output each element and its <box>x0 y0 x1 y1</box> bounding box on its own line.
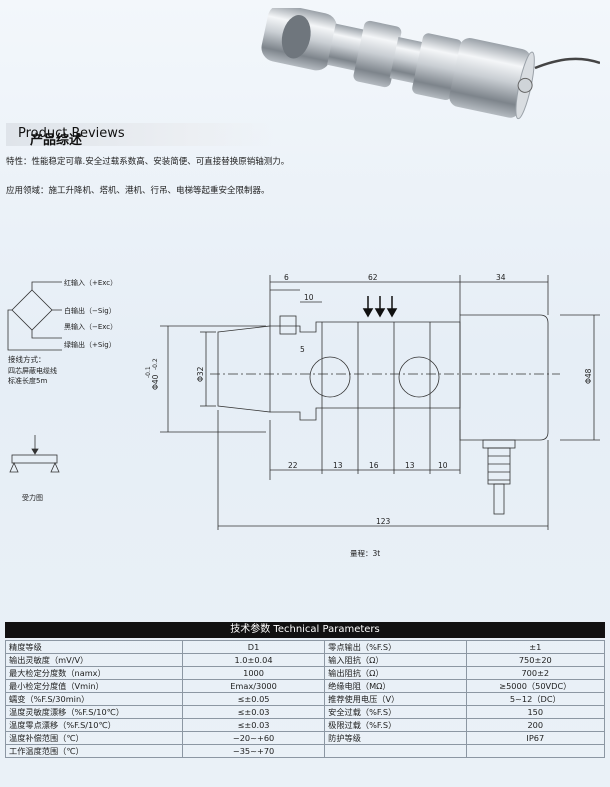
dim-34: 34 <box>496 273 506 282</box>
param-name: 防护等级 <box>324 731 467 745</box>
dim-123: 123 <box>376 517 391 526</box>
dim-d40-tol-b: -0.2 <box>152 358 159 370</box>
product-photo <box>261 8 600 120</box>
table-title-cn: 技术参数 <box>230 624 271 635</box>
wire-white-label: 白输出（−Sig） <box>64 306 116 315</box>
param-value: 200 <box>465 718 606 732</box>
pin-end <box>217 325 271 413</box>
cable-length: 标准长度5m <box>8 376 47 385</box>
param-value: 1000 <box>181 666 326 680</box>
application-text: 应用领域：施工升降机、塔机、港机、行吊、电梯等起重安全限制器。 <box>6 186 270 196</box>
param-value: D1 <box>181 640 326 654</box>
section-title-en: Product Reviews <box>18 126 125 141</box>
housing <box>459 314 549 441</box>
param-value: ≤±0.05 <box>181 692 326 706</box>
param-name: 温度零点漂移（%F.S/10℃） <box>5 718 183 732</box>
bridge-circuit <box>11 289 53 331</box>
param-value: 5~12（DC） <box>465 692 606 706</box>
table-row: 工作温度范围（℃）−35~+70 <box>5 744 606 758</box>
features-text: 特性：性能稳定可靠.安全过载系数高、安装简便、可直接替换原销轴测力。 <box>6 157 290 167</box>
dim-22: 22 <box>288 461 298 470</box>
wire-green-label: 绿输出（+Sig） <box>64 340 116 349</box>
param-value: 150 <box>465 705 606 719</box>
param-name: 绝缘电阻（MΩ） <box>324 679 467 693</box>
capacity-label: 量程：3t <box>350 549 380 558</box>
param-value: 750±20 <box>465 653 606 667</box>
dim-d48: Φ48 <box>584 368 593 384</box>
wire-red-label: 红输入（+Exc） <box>64 278 117 287</box>
load-arrows <box>362 296 398 318</box>
param-value <box>465 744 606 758</box>
param-value: ≤±0.03 <box>181 705 326 719</box>
param-name: 温度灵敏度漂移（%F.S/10℃） <box>5 705 183 719</box>
dim-d40: Φ40 <box>151 374 160 390</box>
param-value: −35~+70 <box>181 744 326 758</box>
param-value: ≤±0.03 <box>181 718 326 732</box>
section-header: 产品综述 Product Reviews <box>6 123 274 148</box>
wiring-method-title: 接线方式： <box>8 354 46 364</box>
dim-5: 5 <box>300 345 305 354</box>
technical-drawing: 红输入（+Exc） 白输出（−Sig） 黑输入（−Exc） 绿输出（+Sig） … <box>7 273 600 558</box>
param-value: 1.0±0.04 <box>181 653 326 667</box>
param-name: 最大检定分度数（namx） <box>5 666 183 680</box>
dim-13-b: 13 <box>405 461 415 470</box>
section-title-cn: 产品综述 <box>30 133 83 148</box>
param-value: IP67 <box>465 731 606 745</box>
param-value: ≥5000（50VDC） <box>465 679 606 693</box>
table-title-bar: 技术参数 Technical Parameters <box>5 622 605 638</box>
param-name: 极限过载（%F.S） <box>324 718 467 732</box>
param-name <box>324 744 467 758</box>
param-value: Emax/3000 <box>181 679 326 693</box>
param-name: 输出阻抗（Ω） <box>324 666 467 680</box>
param-name: 精度等级 <box>5 640 183 654</box>
param-value: −20~+60 <box>181 731 326 745</box>
dim-6: 6 <box>284 273 289 282</box>
param-name: 工作温度范围（℃） <box>5 744 183 758</box>
shear-hole-right <box>398 356 440 398</box>
cable-type: 四芯屏蔽电缆线 <box>8 366 57 375</box>
param-name: 推荐使用电压（V） <box>324 692 467 706</box>
dim-d40-tol-a: -0.1 <box>145 366 152 378</box>
dim-62: 62 <box>368 273 378 282</box>
dim-10-bottom: 10 <box>438 461 448 470</box>
cable-connector <box>482 439 516 449</box>
dim-d32: Φ32 <box>196 366 205 382</box>
shear-hole-left <box>309 356 351 398</box>
param-name: 零点输出（%F.S） <box>324 640 467 654</box>
param-value: ±1 <box>465 640 606 654</box>
param-name: 安全过载（%F.S） <box>324 705 467 719</box>
dim-10-top: 10 <box>304 293 314 302</box>
dim-13-a: 13 <box>333 461 343 470</box>
param-name: 输出灵敏度（mV/V） <box>5 653 183 667</box>
param-name: 温度补偿范围（℃） <box>5 731 183 745</box>
wire-black-label: 黑输入（−Exc） <box>64 322 117 331</box>
table-title-en: Technical Parameters <box>273 624 380 635</box>
param-value: 700±2 <box>465 666 606 680</box>
dim-16: 16 <box>369 461 379 470</box>
param-name: 蠕变（%F.S/30min） <box>5 692 183 706</box>
param-name: 最小检定分度值（Vmin） <box>5 679 183 693</box>
force-diagram-label: 受力图 <box>22 493 43 502</box>
param-name: 输入阻抗（Ω） <box>324 653 467 667</box>
